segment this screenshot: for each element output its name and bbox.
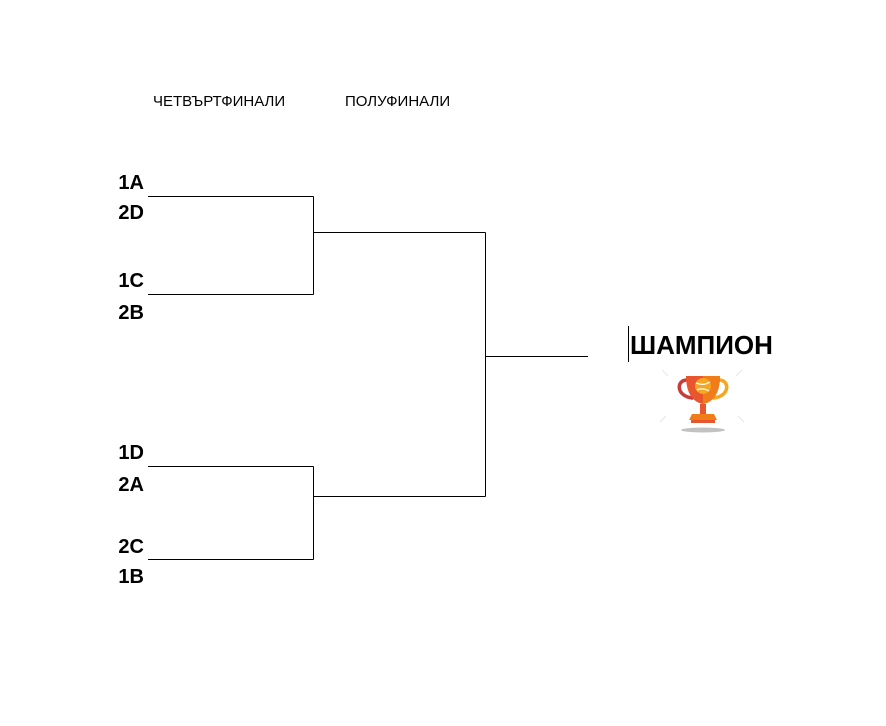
seed-5: 1D bbox=[118, 442, 144, 464]
semifinals-header: ПОЛУФИНАЛИ bbox=[345, 93, 451, 110]
seed-8: 1B bbox=[118, 566, 144, 588]
text-cursor bbox=[628, 326, 629, 362]
quarterfinals-header: ЧЕТВЪРТФИНАЛИ bbox=[153, 93, 286, 110]
seed-3: 1C bbox=[118, 270, 144, 292]
seed-4: 2B bbox=[118, 302, 144, 324]
trophy-icon bbox=[659, 369, 745, 433]
seed-7: 2C bbox=[118, 536, 144, 558]
seed-6: 2A bbox=[118, 474, 144, 496]
seed-2: 2D bbox=[118, 202, 144, 224]
seed-1: 1A bbox=[118, 172, 144, 194]
champion-label: ШАМПИОН bbox=[630, 330, 773, 360]
